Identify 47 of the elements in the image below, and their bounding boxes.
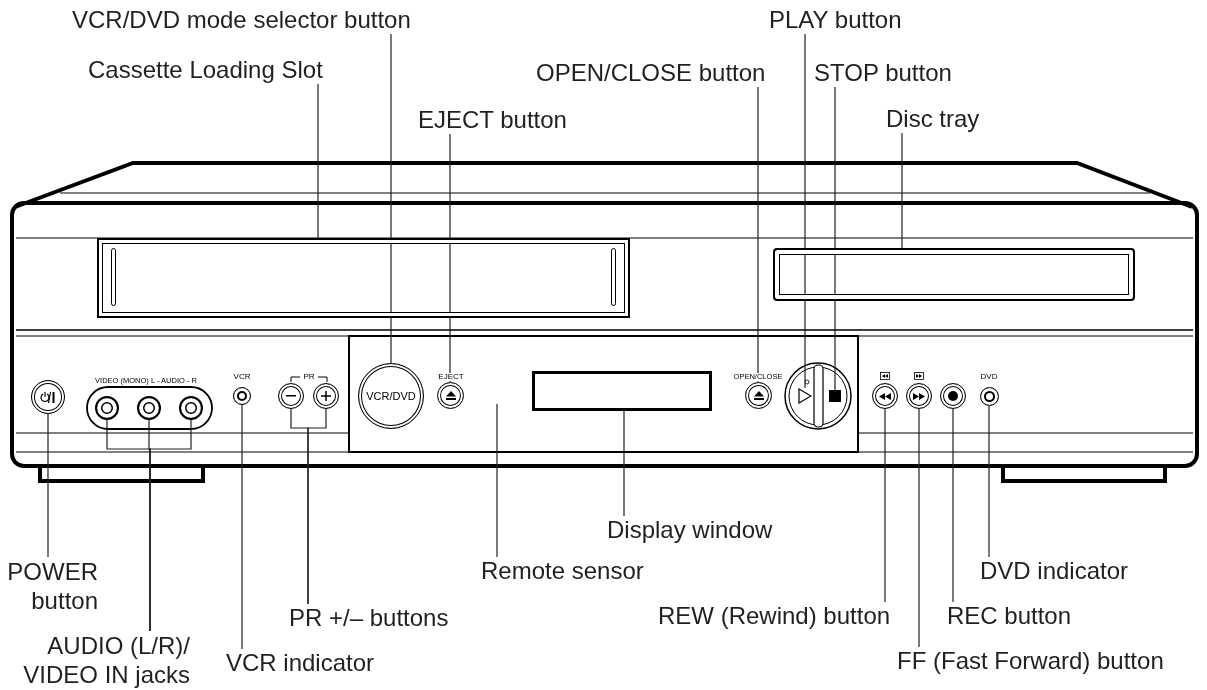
callout-label: STOP button	[814, 59, 952, 86]
indicator-lamp	[233, 387, 251, 405]
leader-line	[901, 132, 903, 249]
leader-line	[804, 33, 806, 389]
stop-icon	[829, 390, 841, 402]
leader-line	[307, 408, 327, 605]
callout-label: Cassette Loading Slot	[88, 56, 323, 83]
callout-label: VCR indicator	[226, 649, 375, 676]
callout-label: OPEN/CLOSE button	[536, 59, 766, 86]
callout-label: AUDIO (L/R)/ VIDEO IN jacks	[23, 632, 190, 688]
leader-line	[623, 410, 625, 517]
callout-label: REC button	[947, 602, 1072, 629]
callout-label: VCR/DVD mode selector button	[72, 6, 411, 33]
callout-label: Remote sensor	[481, 557, 644, 584]
leader-line	[988, 405, 990, 558]
leader-line	[496, 403, 498, 558]
leader-line	[918, 408, 920, 648]
display-window	[532, 371, 712, 411]
callout-label: Display window	[607, 516, 773, 543]
button-group-label: PR	[302, 373, 316, 381]
callout-label: POWER button	[7, 558, 98, 614]
button-label: EJECT	[437, 373, 465, 381]
channel-up-button	[313, 383, 339, 409]
leader-line	[317, 83, 319, 239]
record-button	[940, 383, 966, 409]
leader-line	[884, 408, 886, 603]
leader-line	[241, 404, 243, 650]
leader-line	[390, 33, 392, 364]
callout-label: EJECT button	[418, 106, 567, 133]
cassette-slot	[97, 238, 630, 318]
fast-forward-button	[906, 383, 932, 409]
callout-label: Disc tray	[886, 105, 980, 132]
callout-label: DVD indicator	[980, 557, 1129, 584]
callout-label: FF (Fast Forward) button	[897, 647, 1164, 674]
indicator-label: VCR	[232, 373, 252, 381]
channel-down-button	[278, 383, 304, 409]
callout-label: REW (Rewind) button	[658, 602, 891, 629]
leader-line	[952, 408, 954, 603]
indicator-label: DVD	[979, 373, 999, 381]
rewind-button	[872, 383, 898, 409]
callout-label: PR +/– buttons	[289, 604, 449, 631]
callout-label: PLAY button	[769, 6, 902, 33]
disc-tray	[773, 248, 1135, 301]
leader-line	[47, 413, 49, 558]
indicator-lamp	[980, 387, 999, 406]
leader-line	[149, 419, 192, 632]
power-button	[31, 380, 65, 414]
